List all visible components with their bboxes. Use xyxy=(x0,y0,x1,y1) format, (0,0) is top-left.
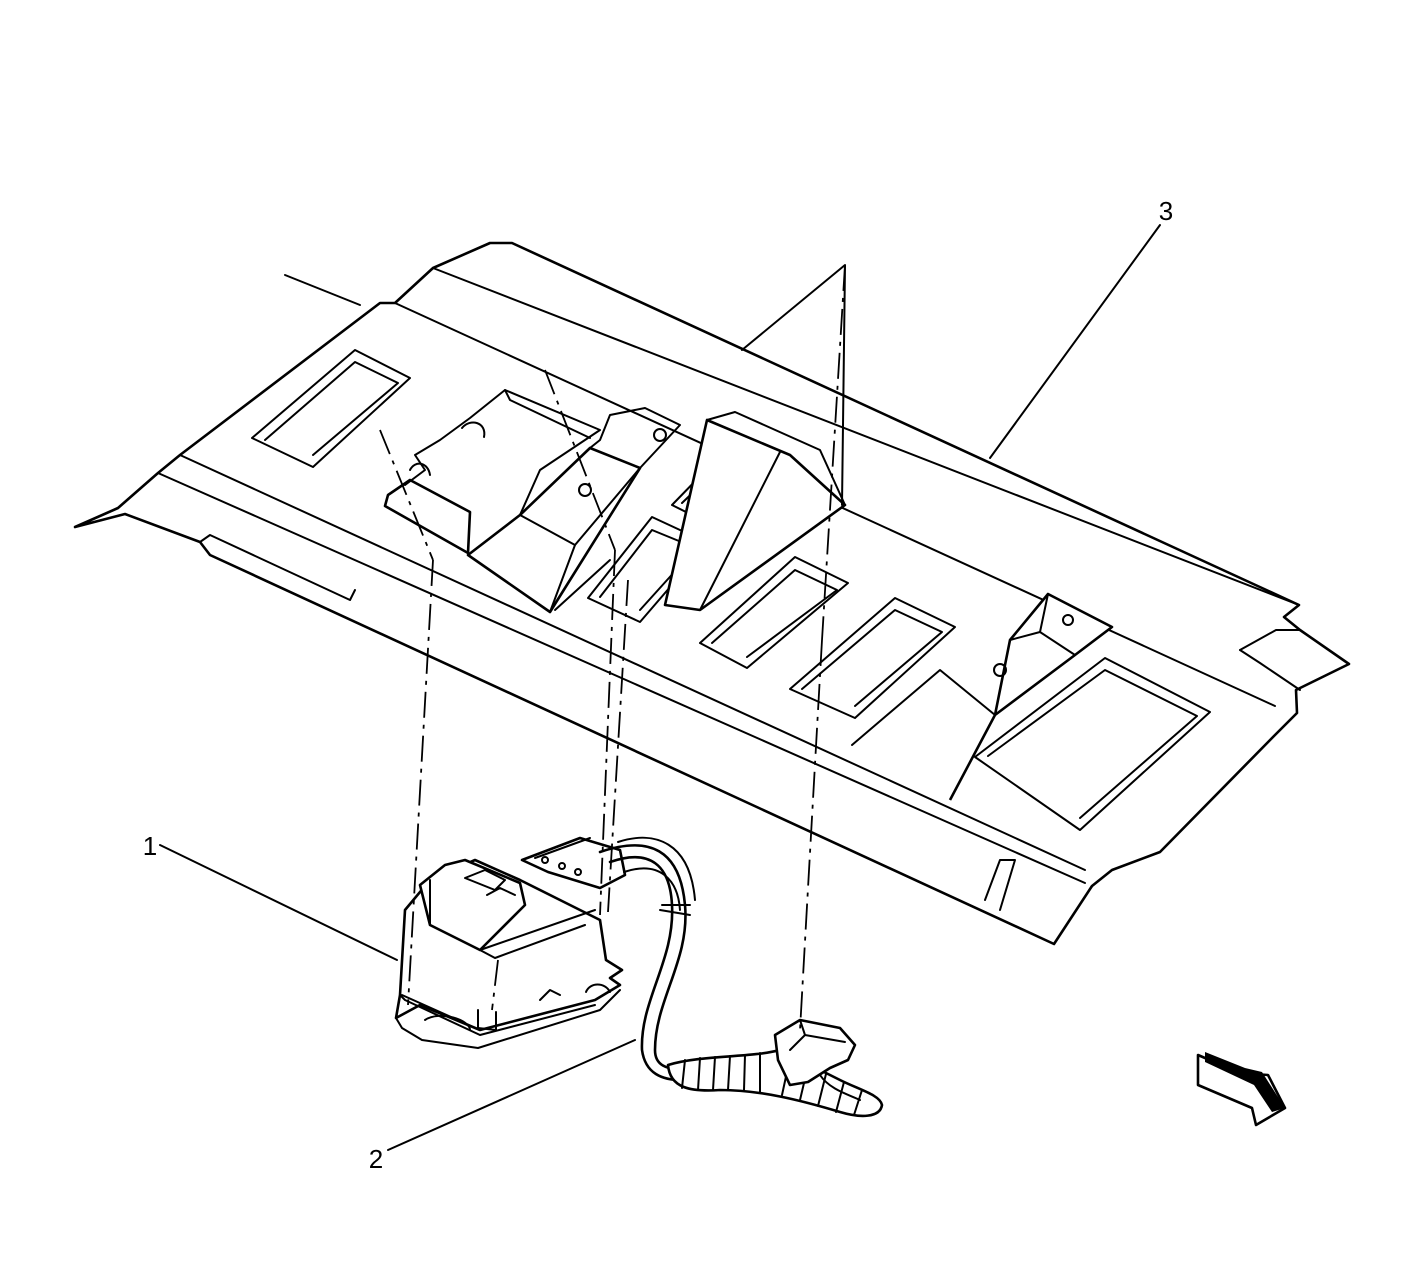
assembly-centerlines xyxy=(379,264,846,1031)
callout-3: 3 xyxy=(1159,196,1173,226)
leader-line-2 xyxy=(387,1039,636,1151)
module-part-1 xyxy=(394,836,627,1049)
callout-2: 2 xyxy=(369,1144,383,1174)
panel-part-3 xyxy=(73,241,1351,946)
callout-1: 1 xyxy=(143,831,157,861)
leader-line-3 xyxy=(989,224,1161,459)
direction-arrow-icon xyxy=(1196,1052,1287,1127)
leader-lines xyxy=(159,224,1161,1151)
callouts: 1 2 3 xyxy=(143,196,1173,1174)
harness-part-2 xyxy=(598,836,884,1118)
leader-line-1 xyxy=(159,844,398,961)
pad-leader-line xyxy=(741,264,846,506)
reference-line xyxy=(284,274,361,306)
